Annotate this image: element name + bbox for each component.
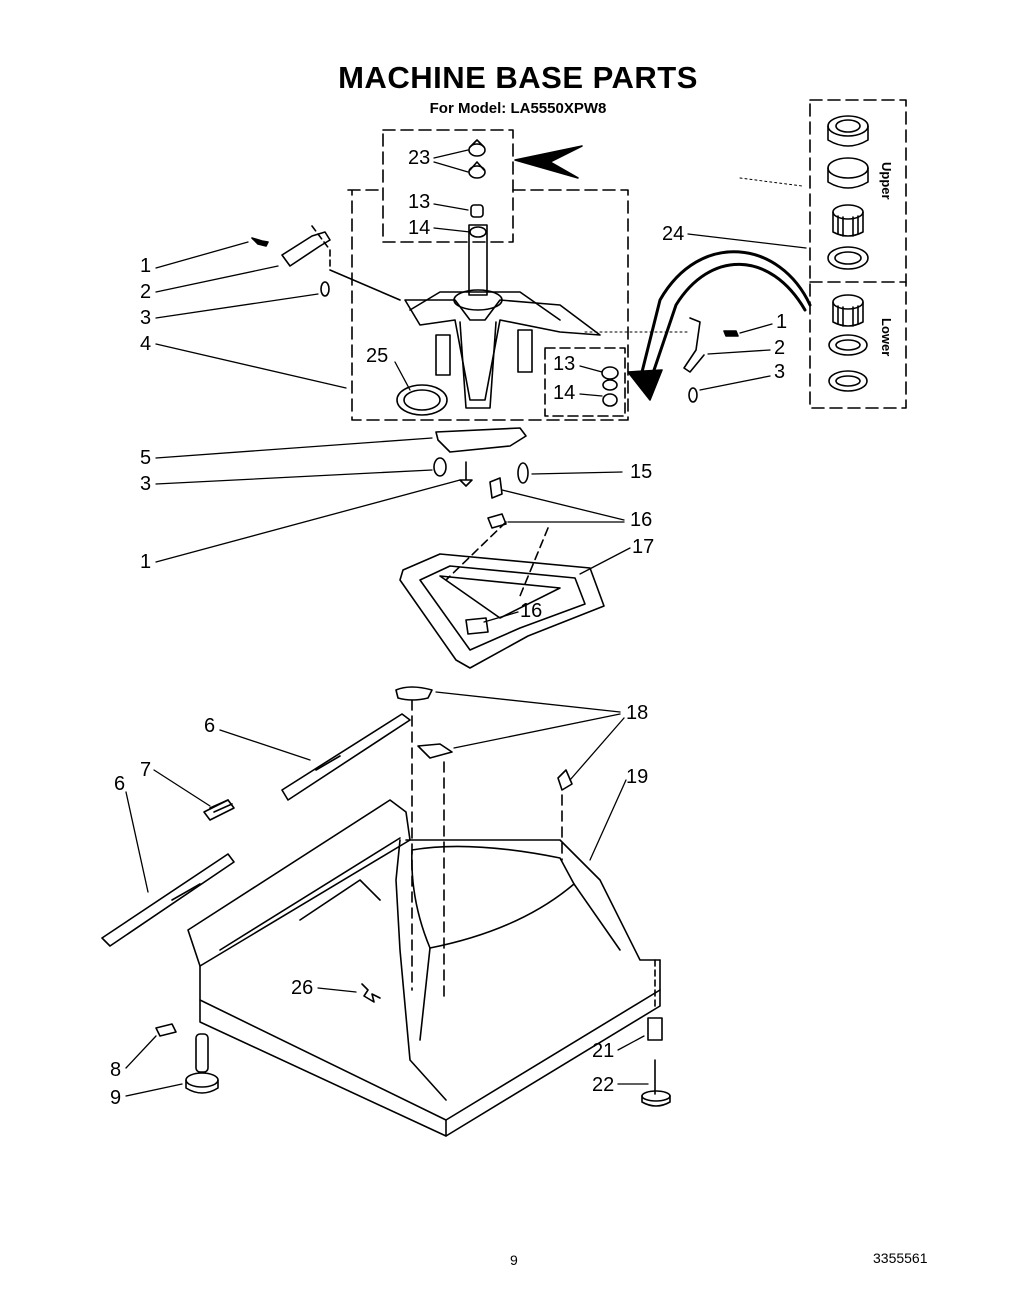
transmission-support-icon — [329, 224, 601, 409]
transmission-support-box — [347, 189, 629, 421]
bearing-kit-icon — [827, 115, 869, 392]
callout-16-lower: 16 — [520, 600, 543, 622]
callout-8: 8 — [110, 1059, 122, 1081]
lower-small-parts-icon — [601, 366, 619, 407]
side-rail-icon — [101, 713, 411, 947]
support-frame-icon — [399, 521, 605, 669]
callout-2: 2 — [140, 281, 152, 303]
upper-arrow-icon — [514, 145, 583, 179]
clip-icon — [361, 983, 381, 1003]
upper-small-parts-icon — [468, 139, 487, 238]
model-subtitle: For Model: LA5550XPW8 — [429, 100, 607, 117]
callout-3-right: 3 — [774, 361, 786, 383]
plate-18-icon — [395, 686, 573, 791]
callout-3-mid: 3 — [140, 473, 152, 495]
callout-1-right: 1 — [776, 311, 788, 333]
callout-3: 3 — [140, 307, 152, 329]
callout-14: 14 — [408, 217, 431, 239]
callout-19: 19 — [626, 766, 649, 788]
leg-right-icon — [641, 959, 671, 1107]
callout-1-mid: 1 — [140, 551, 152, 573]
callout-7: 7 — [140, 759, 152, 781]
callout-21: 21 — [592, 1040, 615, 1062]
page-number: 9 — [510, 1252, 518, 1268]
page-title: MACHINE BASE PARTS — [338, 60, 698, 95]
document-number: 3355561 — [873, 1250, 928, 1266]
callout-1: 1 — [140, 255, 152, 277]
mid-hardware-icon — [433, 427, 529, 529]
right-bracket-icon — [584, 317, 739, 403]
callout-18: 18 — [626, 702, 649, 724]
bearing-kit-box — [809, 99, 907, 409]
callout-2-right: 2 — [774, 337, 786, 359]
callout-24: 24 — [662, 223, 685, 245]
callout-15: 15 — [630, 461, 653, 483]
left-bracket-icon — [251, 225, 331, 297]
callout-16: 16 — [630, 509, 653, 531]
callout-25: 25 — [366, 345, 389, 367]
leg-left-icon — [155, 1023, 219, 1094]
callout-9: 9 — [110, 1087, 122, 1109]
callout-26: 26 — [291, 977, 314, 999]
seal-icon — [396, 384, 448, 416]
upper-bearing-box — [382, 129, 514, 243]
callout-6-left: 6 — [114, 773, 126, 795]
leader-lines — [125, 149, 807, 1097]
kit-arrow-icon — [638, 250, 812, 382]
callout-22: 22 — [592, 1074, 615, 1096]
upper-kit-label: Upper — [879, 162, 894, 200]
callout-13-lower: 13 — [553, 353, 576, 375]
callout-23: 23 — [408, 147, 431, 169]
callout-17: 17 — [632, 536, 655, 558]
callout-6: 6 — [204, 715, 216, 737]
callout-14-lower: 14 — [553, 382, 576, 404]
machine-base-icon — [187, 799, 661, 1137]
lower-kit-label: Lower — [879, 318, 894, 357]
callout-5: 5 — [140, 447, 152, 469]
callout-4: 4 — [140, 333, 152, 355]
callout-13: 13 — [408, 191, 431, 213]
lower-bearing-box — [544, 347, 626, 417]
